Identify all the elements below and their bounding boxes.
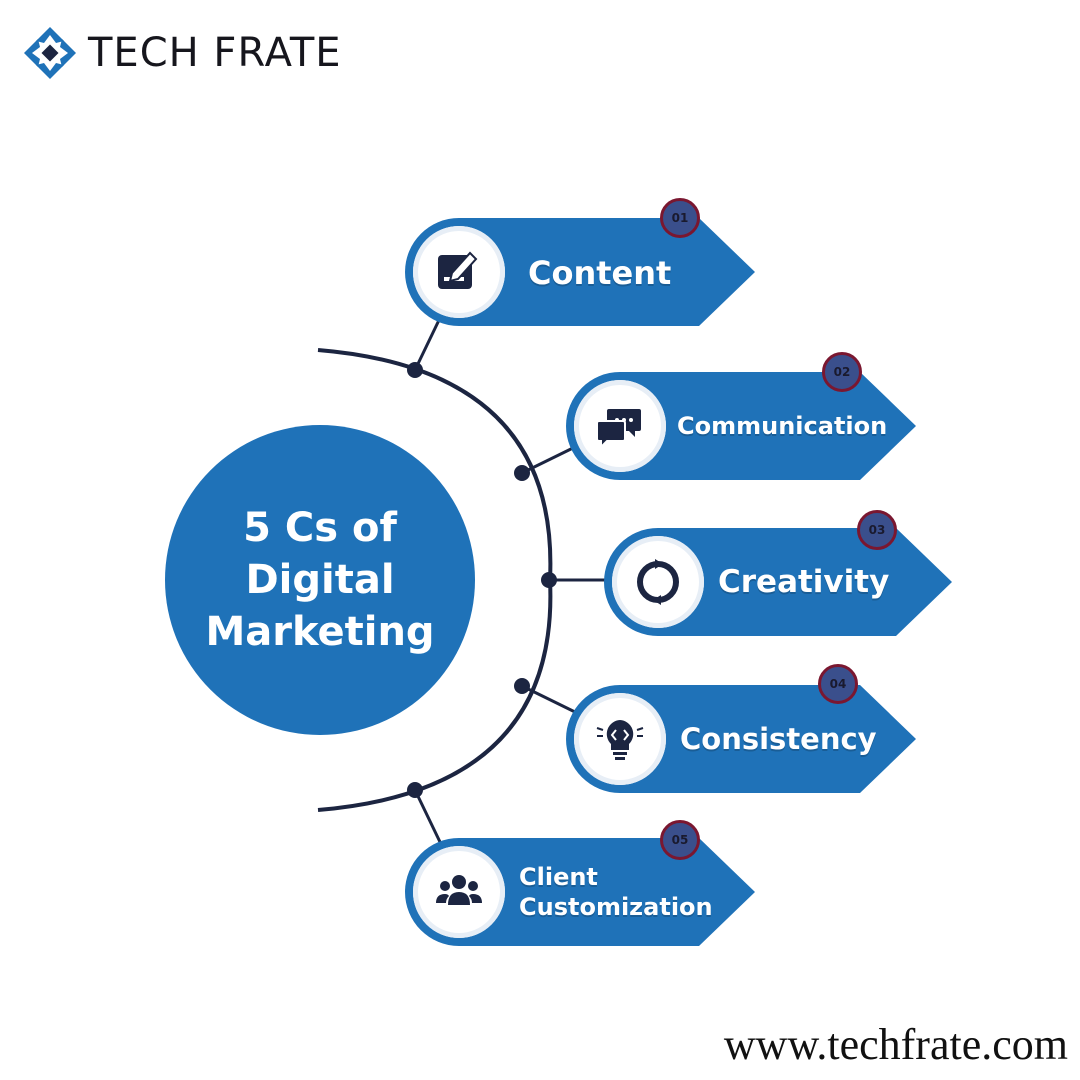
item-card-client-customization: Client Customization [405, 838, 755, 946]
center-title: 5 Cs of Digital Marketing [205, 505, 435, 655]
item-icon-circle [612, 536, 704, 628]
item-card-consistency: Consistency [566, 685, 916, 793]
item-card-communication: Communication [566, 372, 916, 480]
users-group-icon [434, 867, 484, 917]
item-label: Consistency [680, 722, 877, 756]
item-number-badge: 05 [660, 820, 700, 860]
lightbulb-code-icon [595, 714, 645, 764]
brand-header: TECH FRATE [18, 20, 378, 86]
item-card-content: Content [405, 218, 755, 326]
item-icon-circle [413, 226, 505, 318]
edit-document-icon [434, 247, 484, 297]
item-label: Communication [677, 412, 888, 440]
item-number-badge: 01 [660, 198, 700, 238]
item-label: Creativity [718, 564, 890, 600]
item-number-badge: 02 [822, 352, 862, 392]
item-card-creativity: Creativity [604, 528, 952, 636]
website-url: www.techfrate.com [723, 1020, 1068, 1069]
tech-frate-logo-icon [24, 27, 76, 79]
brand-name: TECH FRATE [88, 30, 342, 76]
item-label: Content [528, 254, 672, 292]
refresh-cycle-icon [633, 557, 683, 607]
item-number-badge: 03 [857, 510, 897, 550]
item-label: Client Customization [519, 863, 713, 921]
center-circle: 5 Cs of Digital Marketing [165, 425, 475, 735]
item-number-badge: 04 [818, 664, 858, 704]
chat-bubbles-icon [595, 401, 645, 451]
item-icon-circle [413, 846, 505, 938]
item-icon-circle [574, 693, 666, 785]
item-icon-circle [574, 380, 666, 472]
